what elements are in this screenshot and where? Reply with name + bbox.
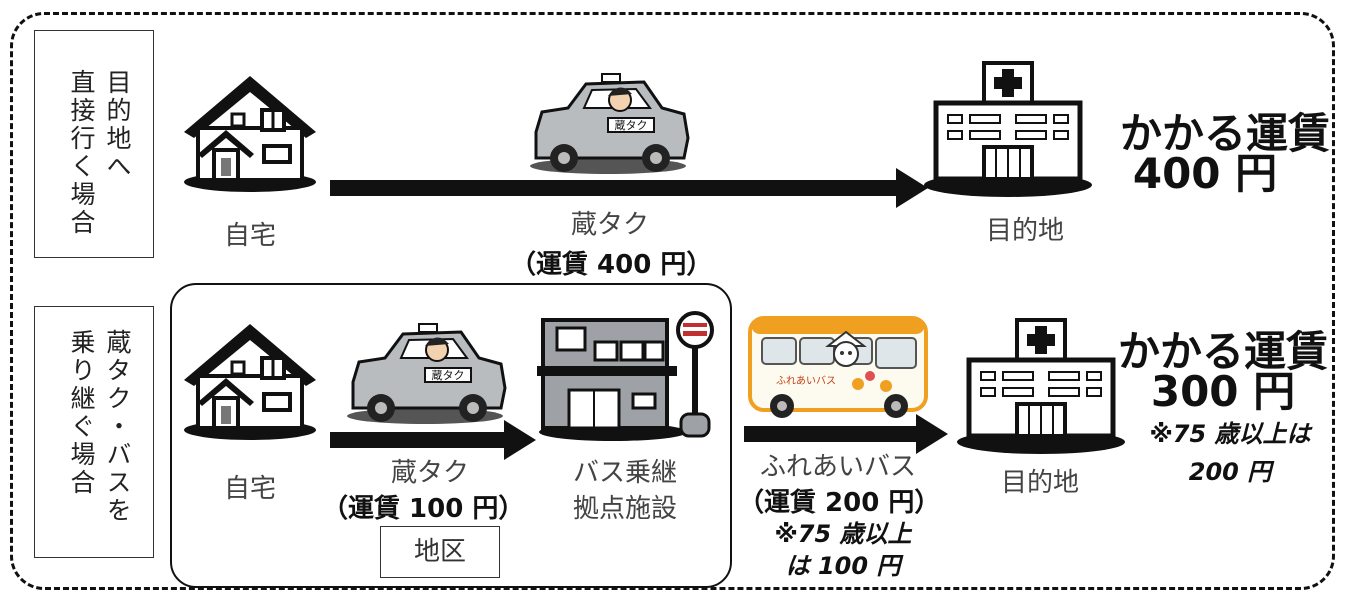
diagram-frame: [10, 12, 1335, 590]
home-label: 自宅: [223, 221, 276, 251]
row-label-direct: 目的地へ 直接行く場合: [34, 30, 154, 258]
home-label: 自宅: [223, 474, 276, 504]
total-fare-title: かかる運賃: [1119, 109, 1330, 158]
total-senior-note-line2: 200 円: [1188, 458, 1272, 486]
hospital-icon: [957, 318, 1125, 454]
house-icon: [184, 324, 316, 440]
total-fare-title: かかる運賃: [1117, 327, 1328, 376]
hospital-icon: [924, 61, 1092, 197]
bus-icon: ふれあいバス: [748, 316, 928, 418]
house-icon: [184, 76, 316, 192]
bus-fare: （運賃 200 円）: [738, 488, 941, 518]
row-label-transfer-text: 蔵タク・バスを 乗り継ぐ場合: [67, 329, 132, 525]
taxi-door-sign: 蔵タク: [432, 369, 465, 382]
district-label: 地区: [380, 526, 500, 578]
taxi-label: 蔵タク: [390, 458, 469, 488]
row-label-transfer: 蔵タク・バスを 乗り継ぐ場合: [34, 306, 154, 558]
hub-label-line1: バス乗継: [572, 458, 677, 488]
total-fare-amount: 400 円: [1132, 149, 1278, 198]
taxi-label: 蔵タク: [570, 210, 649, 240]
destination-label: 目的地: [985, 216, 1064, 246]
arrow-bus-to-destination: [744, 414, 948, 454]
total-senior-note-line1: ※75 歳以上は: [1149, 420, 1311, 448]
taxi-fare: （運賃 400 円）: [510, 250, 713, 280]
arrow-taxi-to-hub: [330, 420, 536, 460]
row-label-direct-text: 目的地へ 直接行く場合: [67, 69, 132, 237]
hub-label-line2: 拠点施設: [572, 494, 677, 524]
taxi-door-sign: 蔵タク: [615, 119, 648, 132]
bus-senior-note-line2: は 100 円: [785, 552, 901, 580]
destination-label: 目的地: [1000, 468, 1079, 498]
total-fare-amount: 300 円: [1150, 367, 1296, 416]
taxi-icon: 蔵タク: [347, 323, 507, 424]
taxi-icon: 蔵タク: [530, 73, 690, 174]
bus-senior-note-line1: ※75 歳以上: [774, 520, 912, 548]
district-area: [170, 283, 732, 588]
bus-hub-building-icon: [537, 311, 714, 441]
arrow-direct: [330, 168, 928, 208]
bus-side-sign: ふれあいバス: [776, 375, 836, 387]
bus-label: ふれあいバス: [759, 452, 916, 482]
taxi-fare: （運賃 100 円）: [322, 494, 525, 524]
